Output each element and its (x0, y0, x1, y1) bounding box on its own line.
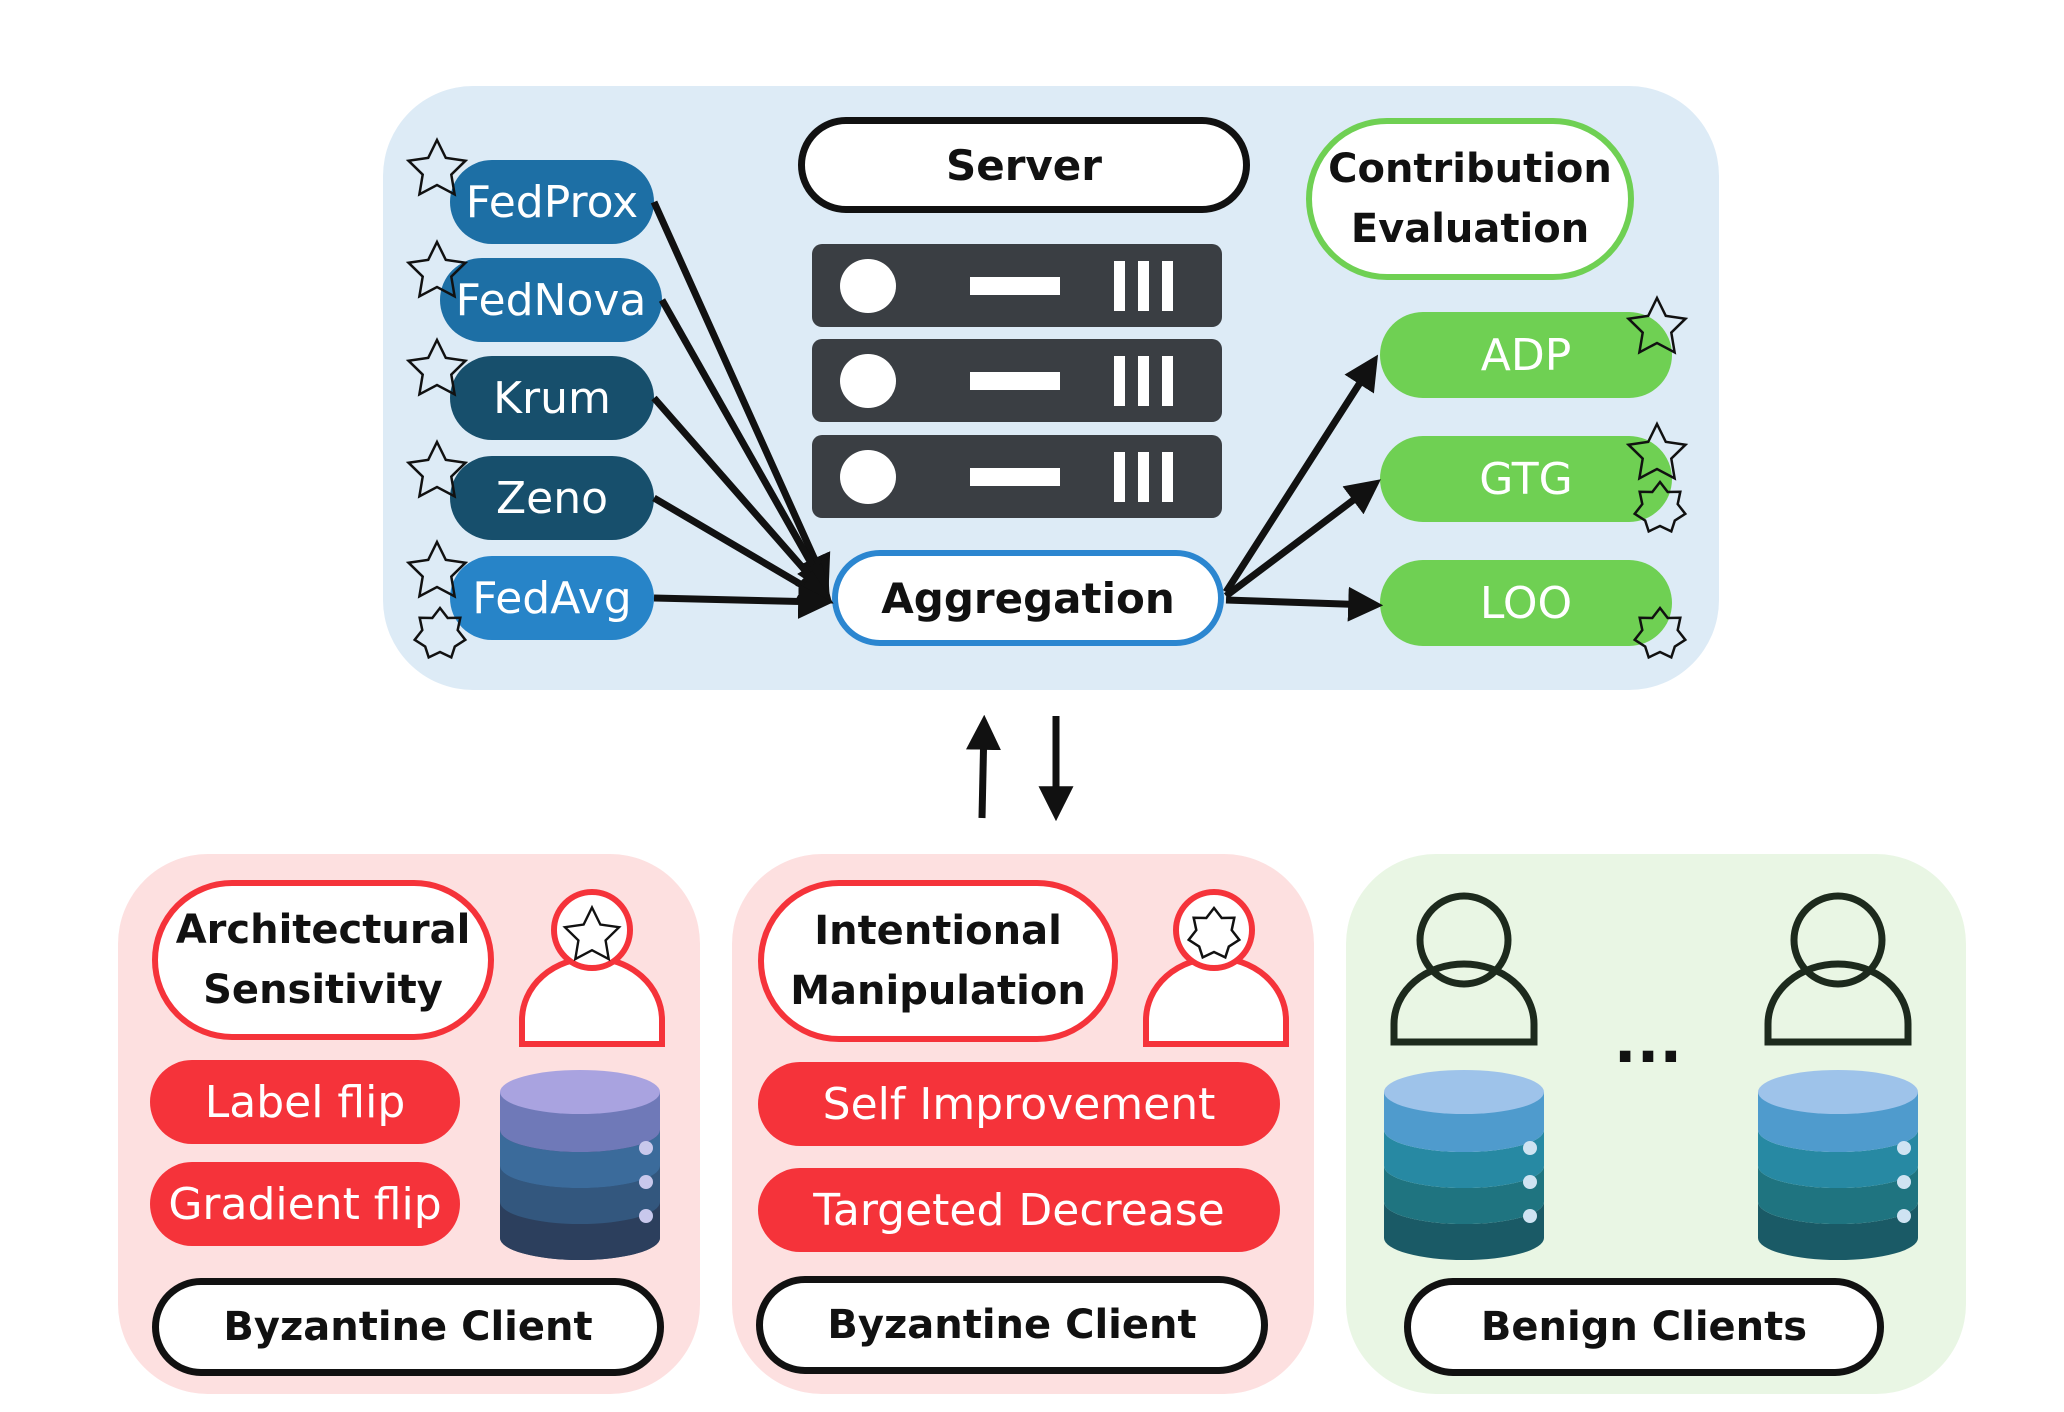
byzantine-client-label-2: Byzantine Client (756, 1276, 1268, 1374)
contribution-line1: Contribution (1328, 146, 1612, 192)
aggregator-fednova: FedNova (440, 258, 662, 342)
database-icon (1384, 1070, 1544, 1260)
attack-gradient-flip: Gradient flip (150, 1162, 460, 1246)
intentional-manipulation-label: Intentional Manipulation (758, 880, 1118, 1042)
intentional-line2: Manipulation (790, 968, 1086, 1014)
star-icon (407, 138, 467, 659)
aggregator-fedprox: FedProx (450, 160, 654, 244)
server-label: Server (798, 117, 1250, 213)
evaluator-loo: LOO (1380, 560, 1672, 646)
attack-self-improvement: Self Improvement (758, 1062, 1280, 1146)
user-icon (519, 889, 665, 1047)
contribution-line2: Evaluation (1350, 206, 1590, 252)
intentional-line1: Intentional (814, 908, 1062, 954)
evaluator-gtg: GTG (1380, 436, 1672, 522)
architectural-line2: Sensitivity (203, 967, 443, 1013)
architectural-sensitivity-label: Architectural Sensitivity (152, 880, 494, 1040)
benign-clients-label: Benign Clients (1404, 1278, 1884, 1376)
attack-label-flip: Label flip (150, 1060, 460, 1144)
aggregator-fedavg: FedAvg (450, 556, 654, 640)
aggregation-node: Aggregation (832, 550, 1224, 646)
attack-targeted-decrease: Targeted Decrease (758, 1168, 1280, 1252)
aggregator-zeno: Zeno (450, 456, 654, 540)
evaluator-adp: ADP (1380, 312, 1672, 398)
architectural-line1: Architectural (175, 907, 471, 953)
aggregator-krum: Krum (450, 356, 654, 440)
byzantine-client-label-1: Byzantine Client (152, 1278, 664, 1376)
database-icon (500, 1070, 660, 1260)
database-icon (1758, 1070, 1918, 1260)
arrow-icon (650, 200, 834, 619)
contribution-evaluation-label: Contribution Evaluation (1306, 118, 1634, 280)
